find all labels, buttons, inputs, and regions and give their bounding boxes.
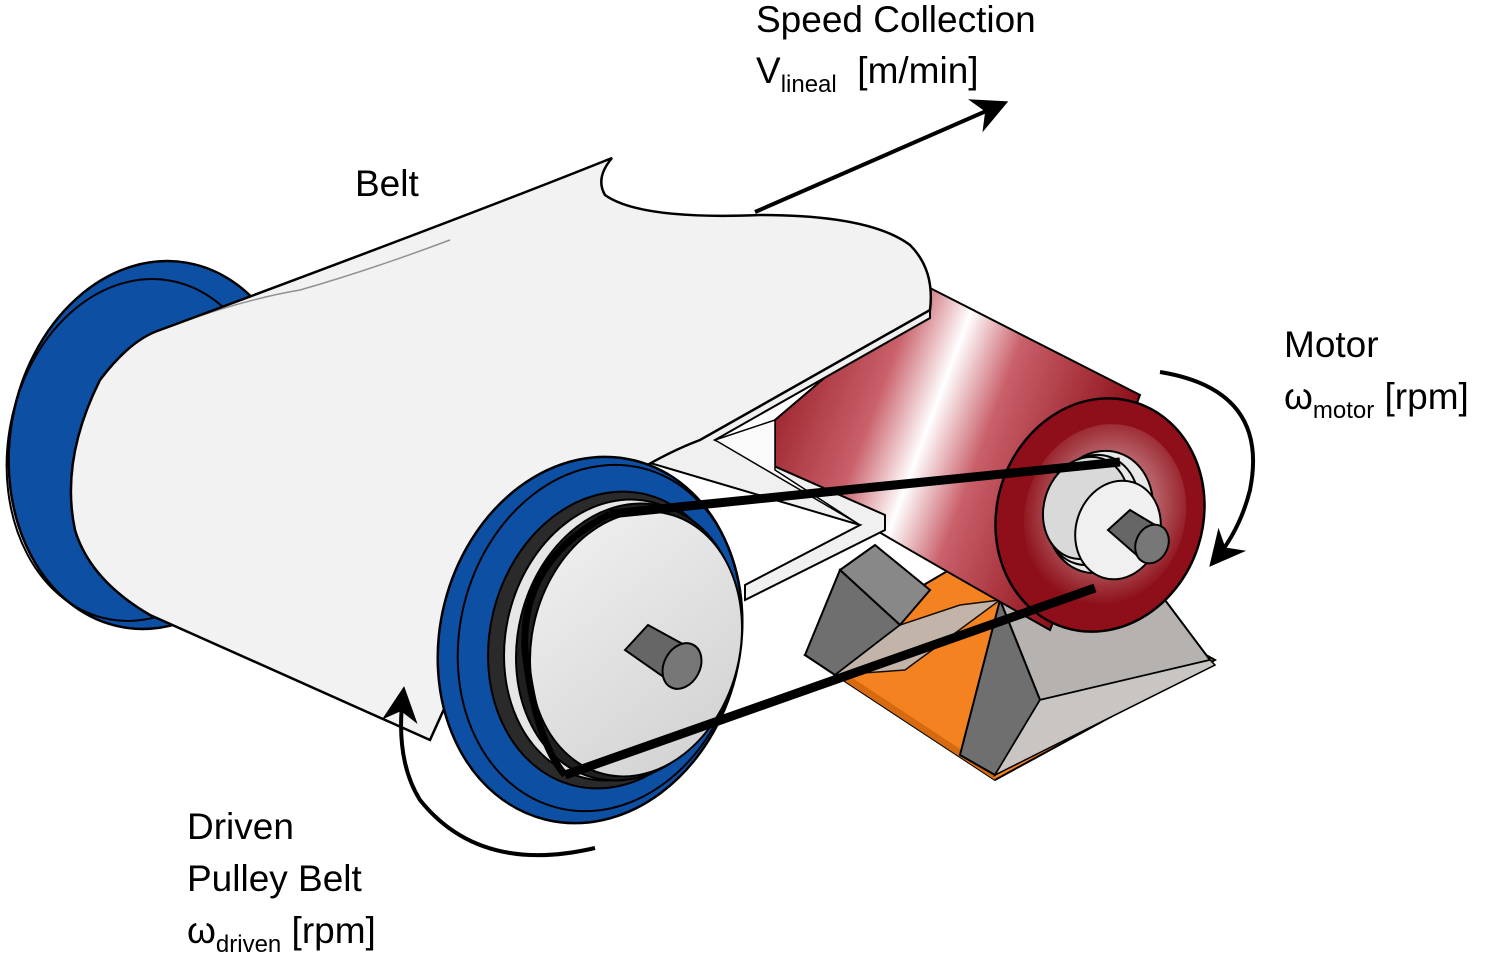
speed-formula: Vlineal [m/min] [756, 50, 979, 97]
motor-formula: ωmotor [rpm] [1284, 376, 1469, 423]
motor-symbol: ω [1284, 376, 1313, 417]
motor-unit: [rpm] [1384, 376, 1469, 417]
motor-title: Motor [1284, 324, 1379, 365]
belt-surface [69, 156, 932, 742]
belt-title: Belt [355, 163, 419, 204]
driven-formula: ωdriven [rpm] [187, 910, 376, 957]
speed-unit: [m/min] [857, 50, 979, 91]
speed-subscript: lineal [780, 71, 837, 98]
driven-line2: Pulley Belt [187, 858, 362, 899]
speed-symbol: V [756, 50, 781, 91]
driven-pulley-wheel [487, 490, 743, 790]
motor-bracket-left [803, 543, 1003, 677]
driven-symbol: ω [187, 910, 216, 951]
driven-rotation-arrow [381, 686, 596, 858]
driven-subscript: driven [215, 931, 282, 958]
transmission-belt [521, 457, 1121, 780]
driven-unit: [rpm] [291, 910, 376, 951]
motor-shaft [1106, 508, 1170, 565]
driven-shaft [623, 623, 703, 690]
driven-line1: Driven [187, 806, 294, 847]
speed-arrow [754, 99, 1009, 214]
motor-rotation-arrow [1159, 370, 1256, 567]
motor-subscript: motor [1312, 397, 1375, 424]
speed-title: Speed Collection [756, 0, 1036, 40]
